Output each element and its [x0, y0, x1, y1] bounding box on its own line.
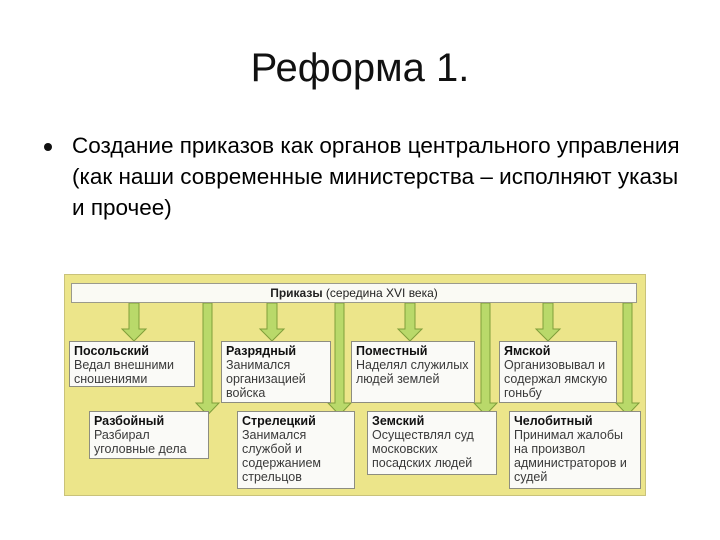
arrow-down-long-icon [194, 302, 221, 416]
box-title: Посольский [74, 344, 149, 358]
arrow-down-icon [396, 302, 424, 342]
box-streletsky: Стрелецкий Занимался службой и содержани… [237, 411, 355, 489]
box-title: Земский [372, 414, 425, 428]
box-pomestny: Поместный Наделял служилых людей землей [351, 341, 475, 403]
box-posolsky: Посольский Ведал внешними сношениями [69, 341, 195, 387]
box-description: Организовывал и содержал ямскую гоньбу [504, 358, 608, 400]
box-zemsky: Земский Осуществлял суд московских посад… [367, 411, 497, 475]
box-description: Разбирал уголовные дела [94, 428, 187, 456]
box-razryadny: Разрядный Занимался организацией войска [221, 341, 331, 403]
box-title: Разрядный [226, 344, 297, 358]
arrows-layer [120, 302, 641, 416]
arrow-down-long-icon [326, 302, 353, 416]
box-title: Ямской [504, 344, 551, 358]
box-title: Поместный [356, 344, 428, 358]
arrow-down-long-icon [614, 302, 641, 416]
arrow-down-icon [258, 302, 286, 342]
box-yamskoy: Ямской Организовывал и содержал ямскую г… [499, 341, 617, 403]
box-description: Ведал внешними сношениями [74, 358, 175, 386]
arrow-down-long-icon [472, 302, 499, 416]
box-description: Осуществлял суд московских посадских люд… [372, 428, 474, 470]
header-title: Приказы [270, 286, 323, 300]
bullet-point-icon [44, 143, 52, 151]
header-period: (середина XVI века) [325, 286, 438, 300]
box-description: Занимался службой и содержанием стрельцо… [242, 428, 322, 484]
arrow-down-icon [120, 302, 148, 342]
arrow-down-icon [534, 302, 562, 342]
box-title: Стрелецкий [242, 414, 316, 428]
bullet-text: Создание приказов как органов центрально… [72, 133, 680, 220]
box-chelobitny: Челобитный Принимал жалобы на произвол а… [509, 411, 641, 489]
box-title: Челобитный [514, 414, 593, 428]
prikazy-header: Приказы (середина XVI века) [71, 283, 637, 303]
box-razboyny: Разбойный Разбирал уголовные дела [89, 411, 209, 459]
prikazy-diagram: Приказы (середина XVI века) Посольский В… [64, 274, 646, 496]
box-description: Наделял служилых людей землей [356, 358, 469, 386]
box-description: Занимался организацией войска [226, 358, 306, 400]
slide-title: Реформа 1. [250, 46, 470, 90]
box-title: Разбойный [94, 414, 165, 428]
box-description: Принимал жалобы на произвол администрато… [514, 428, 627, 484]
